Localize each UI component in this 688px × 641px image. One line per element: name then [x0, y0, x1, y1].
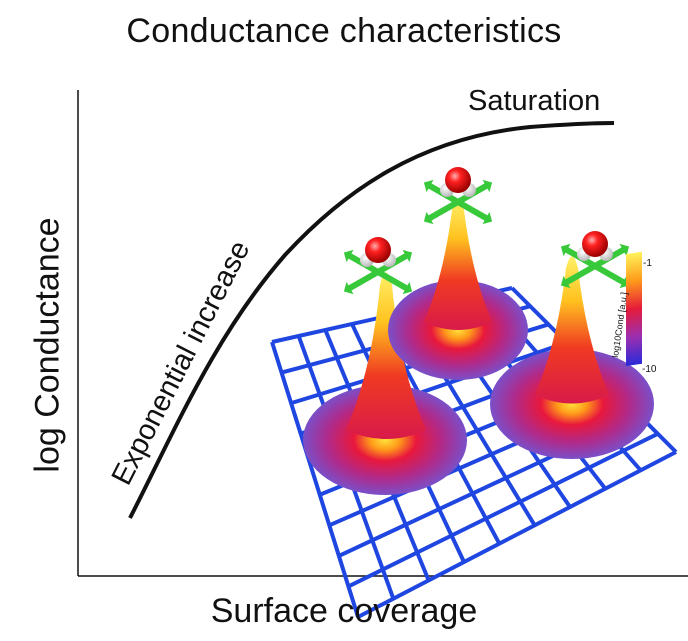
saturation-label: Saturation [468, 85, 600, 117]
figure-title: Conductance characteristics [126, 12, 562, 50]
colorbar-bottom-tick: -10 [642, 364, 657, 375]
conductance-peak-left [303, 272, 467, 495]
exponential-increase-label: Exponential increase [106, 236, 257, 490]
conductance-peak-right [490, 256, 654, 459]
molecule-middle [423, 167, 493, 225]
colorbar-top-tick: -1 [643, 258, 652, 269]
conductance-peak-middle [388, 199, 528, 380]
colorbar: log10Cond [a.u.] -1 -10 [610, 251, 657, 375]
conductance-curve [128, 121, 615, 519]
y-axis-label: log Conductance [28, 217, 67, 473]
molecule-left [343, 237, 413, 295]
x-axis-label: Surface coverage [210, 592, 478, 630]
molecule-right [560, 231, 630, 289]
